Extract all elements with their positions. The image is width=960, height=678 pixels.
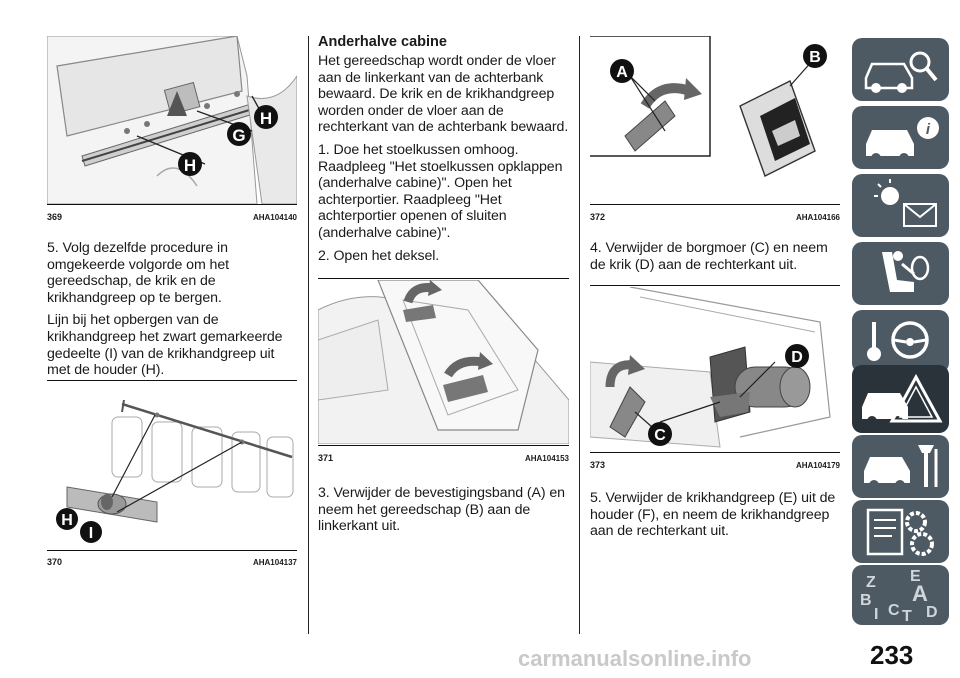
callout-H-icon bbox=[254, 105, 278, 129]
figure-370: H I 370 AHA104137 bbox=[47, 380, 297, 570]
svg-text:I: I bbox=[874, 606, 878, 623]
figure-369-callout-2: G bbox=[232, 126, 245, 145]
figure-number: 372 bbox=[590, 212, 606, 222]
callout-C-icon bbox=[648, 422, 672, 446]
car-magnifier-icon bbox=[864, 62, 914, 90]
figure-372: A B 372 AHA104166 bbox=[590, 36, 840, 226]
paragraph: Het gereedschap wordt onder de vloer aan… bbox=[318, 53, 569, 136]
figure-373-callout-1: D bbox=[791, 349, 803, 366]
tab-specifications[interactable] bbox=[852, 500, 949, 563]
warning-lights-message-icon bbox=[881, 187, 899, 205]
callout-B-icon bbox=[803, 44, 827, 68]
figure-372-illustration: A B bbox=[590, 36, 840, 204]
page-number: 233 bbox=[870, 640, 914, 670]
callout-H-icon bbox=[56, 508, 78, 530]
col3-text-bottom: 5. Verwijder de krikhandgreep (E) uit de… bbox=[590, 490, 842, 546]
tab-service[interactable] bbox=[852, 435, 949, 498]
tab-warning-lights[interactable] bbox=[852, 174, 949, 237]
paragraph: 3. Verwijder de bevestigingsband (A) en … bbox=[318, 485, 565, 535]
tab-breakdown[interactable] bbox=[852, 365, 949, 433]
paragraph: Lijn bij het opbergen van de krikhandgre… bbox=[47, 312, 283, 379]
svg-text:B: B bbox=[860, 592, 872, 609]
figure-373-illustration: D C bbox=[590, 287, 840, 451]
svg-text:A: A bbox=[912, 581, 928, 606]
seat-airbag-icon bbox=[882, 252, 914, 292]
figure-code: AHA104179 bbox=[795, 461, 840, 470]
figure-371-illustration bbox=[318, 280, 569, 444]
svg-text:C: C bbox=[888, 602, 900, 619]
figure-370-illustration: H I bbox=[47, 382, 297, 547]
col2-text-bottom: 3. Verwijder de bevestigingsband (A) en … bbox=[318, 485, 570, 541]
figure-372-callout-2: B bbox=[809, 49, 821, 66]
section-heading: Anderhalve cabine bbox=[318, 34, 447, 50]
figure-code: AHA104137 bbox=[252, 558, 297, 567]
column-divider bbox=[579, 36, 580, 634]
svg-text:i: i bbox=[926, 121, 931, 138]
alphabetical-index-icon: Z E B A I C T D bbox=[860, 568, 938, 625]
svg-text:Z: Z bbox=[866, 574, 876, 591]
paragraph: 1. Doe het stoelkussen omhoog. Raadpleeg… bbox=[318, 141, 563, 241]
figure-370-callout-1: H bbox=[61, 512, 73, 529]
callout-I-icon bbox=[80, 521, 102, 543]
column-divider bbox=[308, 36, 309, 634]
callout-G-icon bbox=[227, 122, 251, 146]
svg-text:T: T bbox=[902, 608, 912, 625]
figure-number: 369 bbox=[47, 212, 63, 222]
figure-code: AHA104140 bbox=[252, 213, 297, 222]
figure-373: D C 373 AHA104179 bbox=[590, 285, 840, 475]
tab-seat-airbag[interactable] bbox=[852, 242, 949, 305]
svg-text:E: E bbox=[910, 568, 921, 585]
figure-code: AHA104166 bbox=[795, 213, 840, 222]
paragraph: 5. Volg dezelfde procedure in omgekeerde… bbox=[47, 240, 229, 306]
figure-370-callout-2: I bbox=[89, 525, 93, 542]
figure-369-callout-1: H bbox=[260, 109, 272, 128]
paragraph: 5. Verwijder de krikhandgreep (E) uit de… bbox=[590, 490, 836, 540]
callout-A-icon bbox=[610, 59, 634, 83]
callout-H-icon bbox=[178, 152, 202, 176]
figure-number: 370 bbox=[47, 557, 63, 567]
paragraph: 4. Verwijder de borgmoer (C) en neem de … bbox=[590, 240, 828, 273]
svg-text:D: D bbox=[926, 604, 938, 621]
figure-number: 373 bbox=[590, 460, 606, 470]
col1-text: 5. Volg dezelfde procedure in omgekeerde… bbox=[47, 240, 299, 385]
figure-373-callout-2: C bbox=[654, 427, 666, 444]
paragraph: 2. Open het deksel. bbox=[318, 247, 440, 264]
tab-index[interactable]: Z E B A I C T D bbox=[852, 565, 949, 625]
tab-car-magnifier[interactable] bbox=[852, 38, 949, 101]
col2-text: Het gereedschap wordt onder de vloer aan… bbox=[318, 53, 570, 270]
tab-car-info[interactable]: i bbox=[852, 106, 949, 169]
figure-372-callout-1: A bbox=[616, 64, 628, 81]
car-info-icon bbox=[866, 130, 914, 156]
col3-text: 4. Verwijder de borgmoer (C) en neem de … bbox=[590, 240, 842, 279]
specifications-gears-icon bbox=[866, 508, 904, 556]
figure-number: 371 bbox=[318, 453, 334, 463]
tab-key-steering[interactable] bbox=[852, 310, 949, 373]
figure-371: 371 AHA104153 bbox=[318, 278, 569, 468]
car-service-tools-icon bbox=[864, 457, 910, 483]
figure-code: AHA104153 bbox=[524, 454, 569, 463]
figure-369-callout-3: H bbox=[184, 156, 196, 175]
figure-369: H G H 369 AHA104140 bbox=[47, 36, 297, 226]
callout-D-icon bbox=[785, 344, 809, 368]
watermark: carmanualsonline.info bbox=[518, 646, 752, 671]
figure-369-illustration: H G H bbox=[47, 36, 297, 204]
